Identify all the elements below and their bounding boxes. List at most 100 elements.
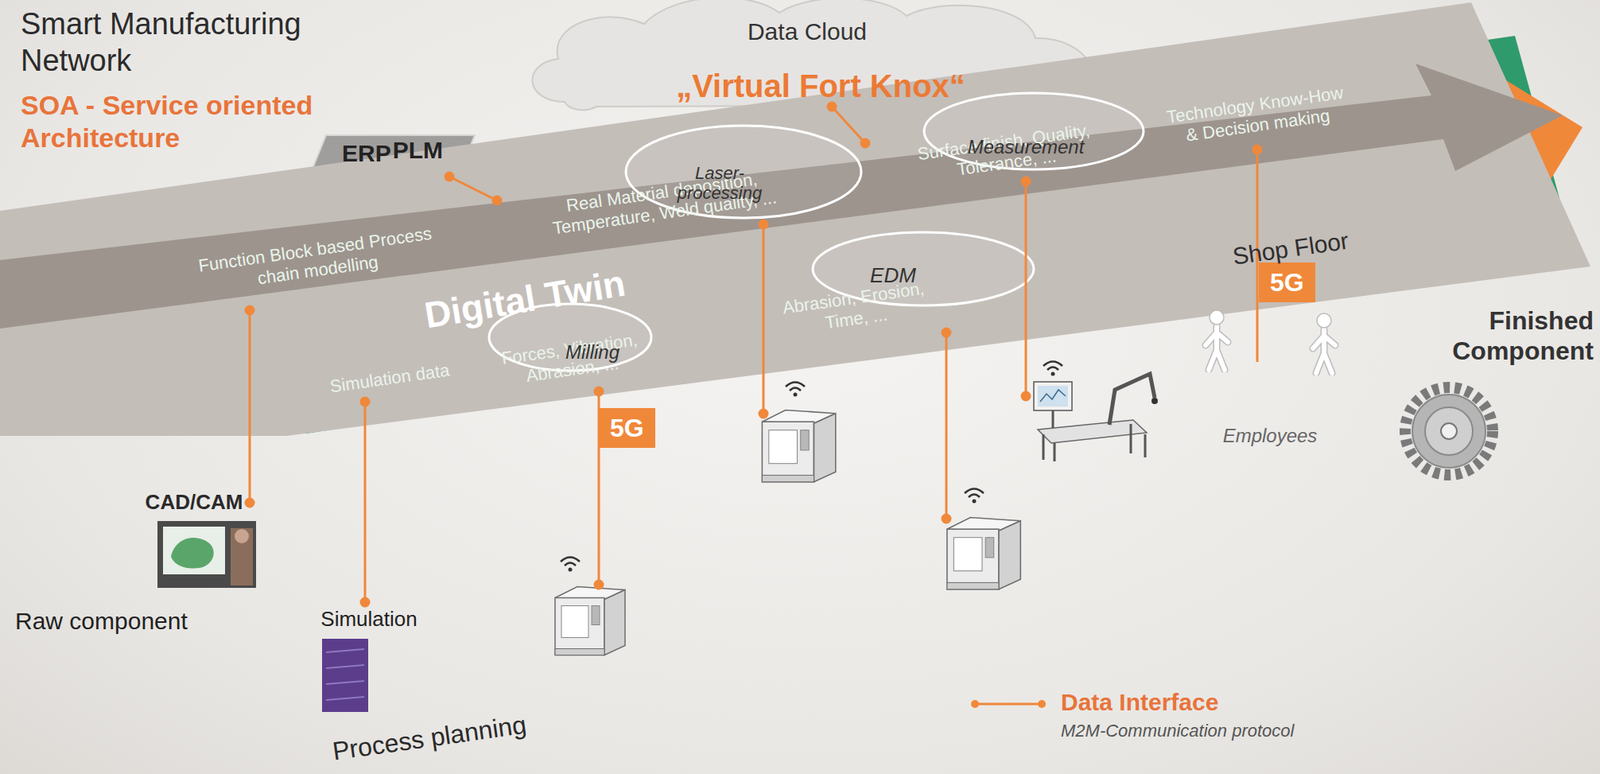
- data-interface-lines-part: [861, 139, 870, 148]
- data-interface-lines-part: [245, 306, 254, 315]
- edm-machine: [947, 489, 1021, 590]
- flag-text: 5G: [1269, 267, 1305, 298]
- station-name: Measurement: [967, 135, 1085, 159]
- ellipse-shape-part: [625, 125, 862, 218]
- cad-picture-part: [170, 537, 214, 568]
- data-interface-lines-part: [945, 332, 948, 519]
- data-interface-lines-part: [1025, 181, 1028, 397]
- ellipse-shape-part: [924, 93, 1144, 170]
- finished-gear-part: [1425, 407, 1473, 455]
- measuring-machine-part: [1151, 397, 1158, 404]
- station-name: EDM: [869, 264, 917, 288]
- network-flag: 5G: [598, 407, 656, 448]
- finished-gear-part: [1405, 387, 1493, 475]
- cad-picture-part: [157, 520, 257, 588]
- flag-shape-part: [1258, 262, 1316, 303]
- station-label: Simulation: [320, 607, 417, 632]
- data-interface-lines-part: [445, 172, 454, 181]
- laser-machine: [761, 382, 835, 482]
- cad-picture-part: [230, 528, 253, 586]
- measuring-machine-part: [1043, 361, 1063, 377]
- simulation-picture-part: [322, 638, 369, 712]
- measuring-machine-part: [1037, 385, 1068, 407]
- legend-sample-part: [1037, 699, 1046, 708]
- data-interface-lines-part: [759, 409, 768, 418]
- measuring-machine-part: [1052, 410, 1055, 428]
- measuring-machine-part: [1109, 373, 1155, 425]
- ellipse-shape-part: [489, 303, 652, 371]
- band-text: Simulation data: [328, 360, 451, 398]
- employee-figures-part: [1312, 313, 1336, 373]
- cad-picture: [157, 520, 257, 588]
- milling-machine: [555, 557, 626, 656]
- legend-text: Data Interface: [1060, 688, 1219, 717]
- measuring-machine-part: [1033, 381, 1072, 411]
- data-interface-lines-part: [361, 598, 369, 606]
- station-label: CAD/CAM: [145, 490, 244, 515]
- laser-machine-part: [761, 410, 835, 482]
- edm-machine-part: [964, 489, 984, 504]
- shop-floor: Shop Floor MeasurementLaser-processingEDM…: [0, 0, 1600, 436]
- milling-machine-part: [560, 557, 580, 572]
- cad-picture-part: [234, 528, 249, 544]
- diagram-title: Smart Manufacturing Network: [20, 6, 355, 79]
- finished-gear-part: [1412, 394, 1486, 468]
- band-text: Technology Know-How & Decision making: [1161, 81, 1352, 149]
- measuring-machine-part: [1043, 423, 1146, 462]
- band-text: Digital Twin: [422, 264, 629, 334]
- simulation-picture: [322, 638, 369, 712]
- end-label: Finished Component: [1442, 305, 1594, 367]
- milling-machine-part: [555, 586, 626, 656]
- cad-picture-part: [163, 526, 226, 575]
- laser-machine-part: [785, 382, 805, 397]
- station-label: Employees: [1223, 424, 1318, 447]
- band-text: Shop Floor: [1231, 227, 1351, 272]
- legend-note: M2M-Communication protocol: [1060, 720, 1294, 741]
- data-interface-lines-part: [942, 514, 951, 523]
- legend-sample-part: [970, 699, 979, 708]
- flag-text: 5G: [609, 412, 645, 443]
- data-interface-lines-part: [1253, 145, 1262, 154]
- architecture-label: SOA - Service oriented Architecture: [20, 89, 395, 155]
- floor-shape-part: [0, 2, 1591, 436]
- cloud-name: „Virtual Fort Knox“: [675, 67, 966, 105]
- employee-figures: [1205, 310, 1336, 373]
- data-interface-lines-part: [942, 328, 951, 337]
- legend-sample: [968, 694, 1049, 714]
- data-interface-lines-part: [594, 580, 603, 589]
- station-name: Laser-processing: [670, 163, 770, 204]
- finished-gear-part: [1440, 423, 1457, 439]
- data-interface-lines-part: [248, 310, 252, 503]
- data-interface-lines-part: [1021, 392, 1030, 400]
- data-interface-lines-part: [759, 220, 768, 229]
- measuring-machine-part: [1040, 389, 1066, 402]
- floor-shape-part: [0, 63, 1563, 329]
- finished-gear: [1405, 387, 1493, 475]
- measuring-machine: [1033, 361, 1158, 463]
- system-shape: [310, 135, 475, 175]
- data-interface-lines-part: [594, 387, 603, 396]
- employee-figures-part: [1205, 310, 1228, 370]
- data-interface-lines-part: [762, 224, 766, 414]
- station-name: Milling: [565, 341, 620, 364]
- simulation-picture-part: [326, 648, 365, 700]
- ellipse-shape-part: [812, 232, 1034, 306]
- cloud-heading: Data Cloud: [747, 18, 867, 47]
- data-cloud: Data Cloud „Virtual Fort Knox“: [508, 0, 1114, 112]
- system-name: PLM: [392, 136, 443, 165]
- band-text: Function Block based Process chain model…: [195, 222, 438, 297]
- phase-label: Process planning: [330, 710, 529, 767]
- data-interface-lines-part: [245, 498, 254, 507]
- data-interface-lines-part: [361, 397, 369, 406]
- data-interface-lines-part: [827, 102, 836, 111]
- start-label: Raw component: [15, 607, 188, 636]
- data-interface-lines-part: [1021, 177, 1030, 186]
- flag-shape-part: [598, 407, 656, 448]
- system-box: ERPPLM: [310, 135, 475, 175]
- edm-machine-part: [947, 517, 1021, 590]
- data-interface-lines-part: [493, 196, 501, 205]
- system-name: ERP: [341, 139, 392, 168]
- data-interface-lines-part: [364, 401, 367, 602]
- network-flag: 5G: [1258, 262, 1316, 303]
